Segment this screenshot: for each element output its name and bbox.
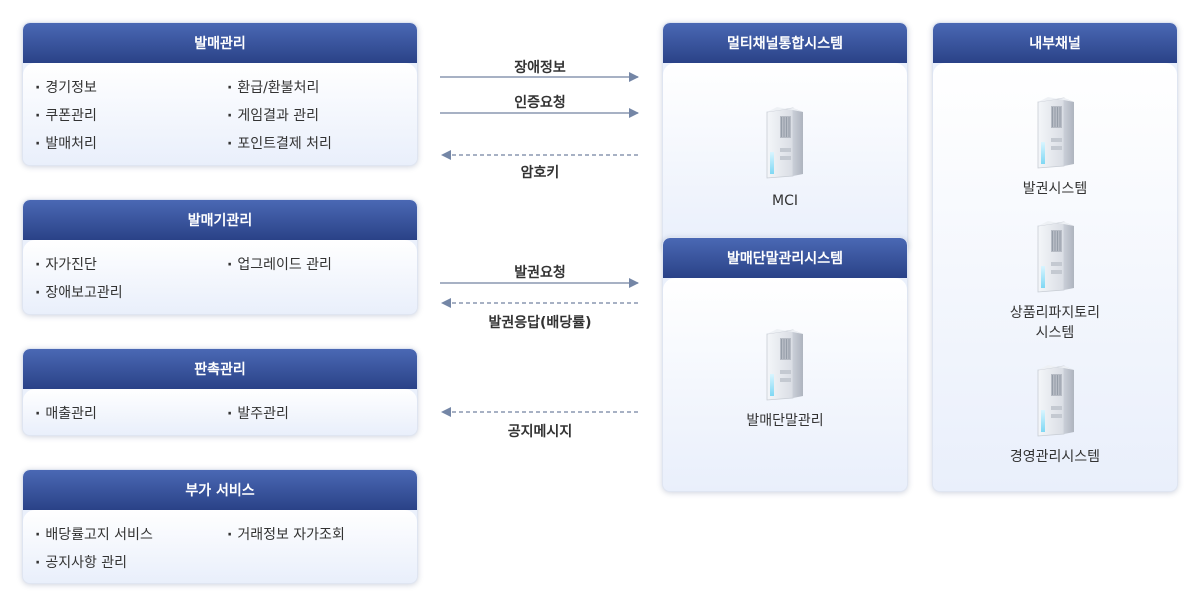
card-promotion-management: 판촉관리 매출관리 발주관리	[22, 348, 418, 436]
card-body: 배당률고지 서비스 거래정보 자가조회 공지사항 관리	[23, 510, 417, 583]
label-fault-info: 장애정보	[514, 60, 566, 76]
server-icon	[1034, 94, 1078, 170]
card-title: 발매단말관리시스템	[663, 238, 907, 278]
card-title: 판촉관리	[23, 349, 417, 389]
server-label-management: 경영관리시스템	[1009, 449, 1101, 465]
server-icon	[763, 104, 807, 180]
card-title: 멀티채널통합시스템	[663, 23, 907, 63]
list-item: 장애보고관리	[35, 282, 122, 302]
server-label-terminal: 발매단말관리	[746, 413, 824, 429]
card-title: 발매기관리	[23, 200, 417, 240]
list-item: 매출관리	[35, 403, 97, 423]
card-title: 부가 서비스	[23, 470, 417, 510]
label-crypto-key: 암호키	[520, 165, 560, 181]
card-additional-services: 부가 서비스 배당률고지 서비스 거래정보 자가조회 공지사항 관리	[22, 469, 418, 584]
label-auth-request: 인증요청	[514, 95, 566, 111]
card-title: 발매관리	[23, 23, 417, 63]
list-item: 경기정보	[35, 77, 97, 97]
card-title: 내부채널	[933, 23, 1177, 63]
server-label-ticketing: 발권시스템	[1022, 181, 1088, 197]
list-item: 발주관리	[227, 403, 289, 423]
server-icon	[1034, 362, 1078, 438]
list-item: 발매처리	[35, 133, 97, 153]
list-item: 포인트결제 처리	[227, 133, 332, 153]
list-item: 거래정보 자가조회	[227, 524, 345, 544]
server-icon	[1034, 218, 1078, 294]
server-label-mci: MCI	[772, 193, 798, 209]
server-label-product-repo: 상품리파지토리 시스템	[1009, 305, 1101, 341]
list-item: 배당률고지 서비스	[35, 524, 153, 544]
label-issue-request: 발권요청	[514, 265, 566, 281]
list-item: 자가진단	[35, 254, 97, 274]
label-issue-response: 발권응답(배당률)	[488, 315, 592, 331]
card-body: 자가진단 업그레이드 관리 장애보고관리	[23, 240, 417, 314]
list-item: 공지사항 관리	[35, 552, 127, 572]
card-body: 매출관리 발주관리	[23, 389, 417, 435]
list-item: 업그레이드 관리	[227, 254, 332, 274]
card-body: 경기정보 환급/환불처리 쿠폰관리 게임결과 관리 발매처리 포인트결제 처리	[23, 63, 417, 165]
list-item: 쿠폰관리	[35, 105, 97, 125]
list-item: 게임결과 관리	[227, 105, 319, 125]
card-issue-management: 발매관리 경기정보 환급/환불처리 쿠폰관리 게임결과 관리 발매처리 포인트결…	[22, 22, 418, 166]
list-item: 환급/환불처리	[227, 77, 319, 97]
card-terminal-management: 발매기관리 자가진단 업그레이드 관리 장애보고관리	[22, 199, 418, 315]
server-icon	[763, 326, 807, 402]
label-notice-message: 공지메시지	[507, 424, 573, 440]
